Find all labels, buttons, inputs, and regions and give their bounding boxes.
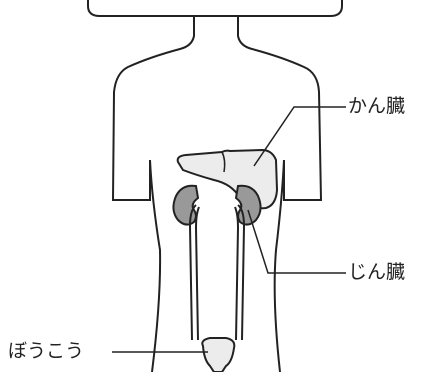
ureter-right-inner — [235, 207, 238, 340]
kidney-leader-line — [248, 210, 346, 273]
liver-label: かん臓 — [348, 97, 405, 116]
body-outline — [113, 16, 321, 372]
kidney-label: じん臓 — [348, 263, 405, 282]
kidney-left-shape — [173, 186, 198, 225]
ureter-left-inner — [196, 207, 199, 340]
head-outline — [88, 0, 342, 16]
bladder-shape — [202, 338, 234, 372]
bladder-label: ぼうこう — [8, 342, 84, 361]
